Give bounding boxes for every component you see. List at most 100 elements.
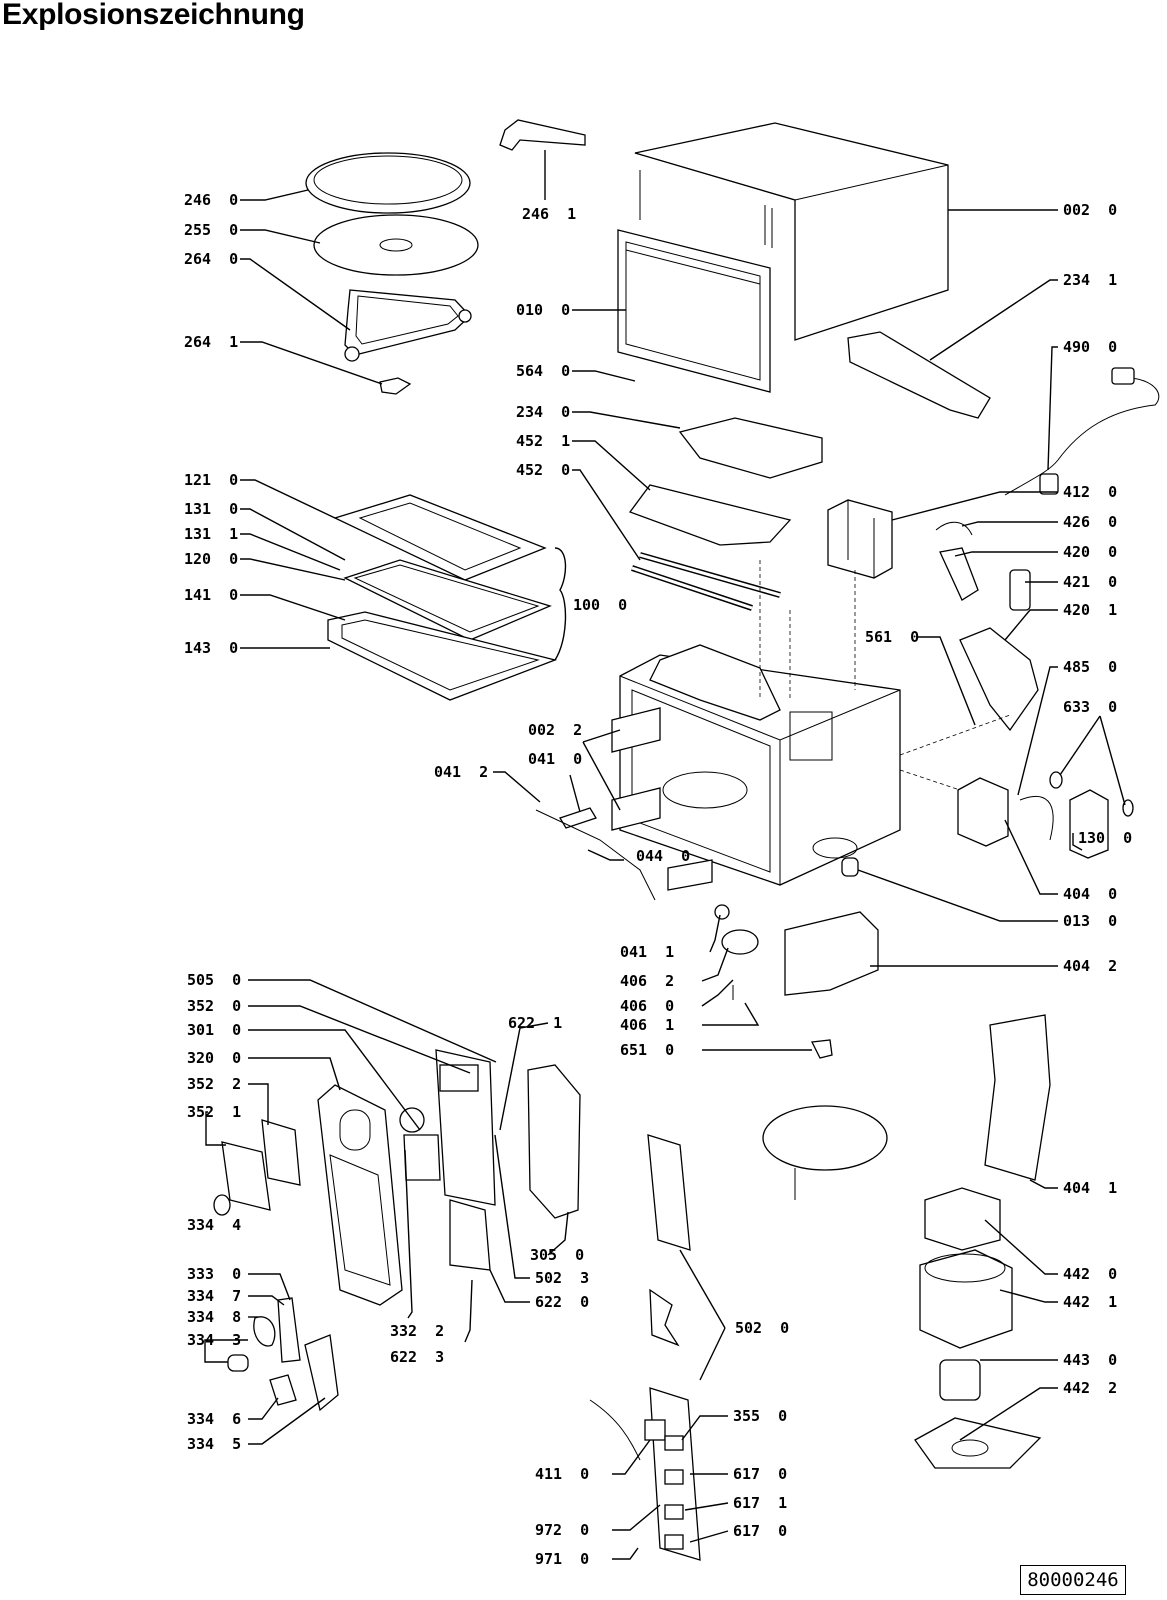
callout-234-0: 234 0 bbox=[516, 403, 570, 421]
callout-404-0: 404 0 bbox=[1063, 885, 1117, 903]
fan-motor bbox=[924, 1187, 1001, 1251]
callout-443-0: 443 0 bbox=[1063, 1351, 1117, 1369]
heater-shield bbox=[628, 484, 792, 546]
clip-part bbox=[499, 119, 586, 151]
callout-502-3: 502 3 bbox=[535, 1269, 589, 1287]
knob-334-4 bbox=[213, 1194, 231, 1216]
diode-426 bbox=[935, 521, 973, 536]
part-illustrations bbox=[213, 119, 1160, 1561]
callout-442-1: 442 1 bbox=[1063, 1293, 1117, 1311]
callout-426-0: 426 0 bbox=[1063, 513, 1117, 531]
callout-406-1: 406 1 bbox=[620, 1016, 674, 1034]
power-cord bbox=[1004, 367, 1160, 496]
leader-lines bbox=[204, 150, 1126, 1560]
lever-334-7 bbox=[277, 1297, 301, 1363]
display-301 bbox=[403, 1134, 441, 1181]
callout-334-5: 334 5 bbox=[187, 1435, 241, 1453]
pcb-502 bbox=[647, 1134, 691, 1251]
callout-100-0: 100 0 bbox=[573, 596, 627, 614]
callout-246-1: 246 1 bbox=[522, 205, 576, 223]
page-title: Explosionszeichnung bbox=[2, 0, 305, 31]
fan-wheel bbox=[939, 1359, 981, 1401]
callout-334-8: 334 8 bbox=[187, 1308, 241, 1326]
door-frame bbox=[617, 229, 771, 393]
callout-143-0: 143 0 bbox=[184, 639, 238, 657]
switch-334-8 bbox=[253, 1316, 276, 1347]
oven-cavity bbox=[619, 560, 1011, 886]
bracket-234-1 bbox=[847, 331, 991, 419]
transformer bbox=[827, 499, 893, 579]
switch-334-3 bbox=[227, 1354, 249, 1372]
relay-411 bbox=[644, 1419, 666, 1441]
relay-617-0b bbox=[664, 1534, 684, 1550]
roller-ring bbox=[344, 289, 472, 362]
callout-234-1: 234 1 bbox=[1063, 271, 1117, 289]
turntable-motor bbox=[721, 929, 759, 955]
callout-255-0: 255 0 bbox=[184, 221, 238, 239]
callout-561-0: 561 0 bbox=[865, 628, 919, 646]
callout-121-0: 121 0 bbox=[184, 471, 238, 489]
latch-plate-bottom bbox=[611, 787, 661, 831]
callout-564-0: 564 0 bbox=[516, 362, 570, 380]
button-352-2 bbox=[261, 1119, 301, 1186]
callout-130-0: 130 0 bbox=[1078, 829, 1132, 847]
relay-617-1 bbox=[664, 1504, 684, 1520]
callout-442-2: 442 2 bbox=[1063, 1379, 1117, 1397]
callout-442-0: 442 0 bbox=[1063, 1265, 1117, 1283]
glass-tray bbox=[305, 152, 471, 214]
callout-420-1: 420 1 bbox=[1063, 601, 1117, 619]
latch-bracket bbox=[667, 859, 713, 891]
thermostat-130 bbox=[1069, 789, 1109, 859]
callout-633-0: 633 0 bbox=[1063, 698, 1117, 716]
callout-622-0: 622 0 bbox=[535, 1293, 589, 1311]
callout-334-3: 334 3 bbox=[187, 1331, 241, 1349]
callout-246-0: 246 0 bbox=[184, 191, 238, 209]
callout-141-0: 141 0 bbox=[184, 586, 238, 604]
callout-617-0-b: 617 0 bbox=[733, 1522, 787, 1540]
callout-404-2: 404 2 bbox=[1063, 957, 1117, 975]
callout-131-0: 131 0 bbox=[184, 500, 238, 518]
callout-013-0: 013 0 bbox=[1063, 912, 1117, 930]
air-duct bbox=[784, 911, 879, 996]
callout-131-1: 131 1 bbox=[184, 525, 238, 543]
callout-406-0: 406 0 bbox=[620, 997, 674, 1015]
callout-971-0: 971 0 bbox=[535, 1550, 589, 1568]
coupler bbox=[379, 377, 412, 395]
callout-485-0: 485 0 bbox=[1063, 658, 1117, 676]
callout-972-0: 972 0 bbox=[535, 1521, 589, 1539]
turntable-plate bbox=[313, 214, 479, 276]
callout-421-0: 421 0 bbox=[1063, 573, 1117, 591]
callout-305-0: 305 0 bbox=[530, 1246, 584, 1264]
waveguide-cover bbox=[678, 417, 823, 479]
callout-420-0: 420 0 bbox=[1063, 543, 1117, 561]
filter-404 bbox=[957, 777, 1009, 847]
callout-406-2: 406 2 bbox=[620, 972, 674, 990]
callout-041-1: 041 1 bbox=[620, 943, 674, 961]
callout-622-1: 622 1 bbox=[508, 1014, 562, 1032]
callout-502-0: 502 0 bbox=[735, 1319, 789, 1337]
callout-041-0: 041 0 bbox=[528, 750, 582, 768]
duct-404-1 bbox=[984, 1014, 1051, 1181]
fuse-wire bbox=[1019, 795, 1054, 841]
callout-320-0: 320 0 bbox=[187, 1049, 241, 1067]
callout-002-2: 002 2 bbox=[528, 721, 582, 739]
callout-651-0: 651 0 bbox=[620, 1041, 674, 1059]
callout-355-0: 355 0 bbox=[733, 1407, 787, 1425]
capacitor-421 bbox=[1009, 569, 1031, 611]
foot-013 bbox=[841, 857, 859, 877]
callout-452-0: 452 0 bbox=[516, 461, 570, 479]
latch-lever bbox=[559, 807, 597, 829]
callout-617-1: 617 1 bbox=[733, 1494, 787, 1512]
callout-002-0: 002 0 bbox=[1063, 201, 1117, 219]
callout-352-0: 352 0 bbox=[187, 997, 241, 1015]
callout-332-2: 332 2 bbox=[390, 1322, 444, 1340]
bracket-420-1 bbox=[959, 627, 1039, 732]
lamp bbox=[811, 1039, 833, 1059]
document-number: 80000246 bbox=[1020, 1565, 1126, 1595]
fan-base bbox=[914, 1417, 1042, 1469]
lamp-cover bbox=[762, 1105, 888, 1171]
callout-404-1: 404 1 bbox=[1063, 1179, 1117, 1197]
capacitor-420 bbox=[939, 547, 979, 601]
callout-010-0: 010 0 bbox=[516, 301, 570, 319]
relay-617 bbox=[664, 1469, 684, 1485]
